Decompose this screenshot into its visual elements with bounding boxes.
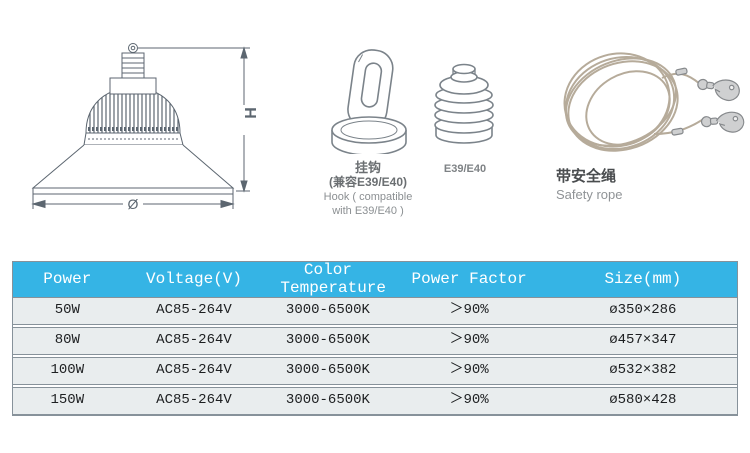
cell-color-temp: 3000-6500K <box>285 362 370 379</box>
dimension-h-label: H <box>243 107 260 119</box>
cell-size: ø350×286 <box>609 302 677 319</box>
cell-color-temp: 3000-6500K <box>285 392 370 409</box>
rope-coil <box>563 52 679 152</box>
rope-label-en: Safety rope <box>556 187 623 202</box>
cell-power: 100W <box>50 362 85 379</box>
lamp-shade-rim <box>32 187 234 195</box>
cell-power: 150W <box>50 392 85 409</box>
e40-base-drawing <box>426 57 504 153</box>
safety-rope-icon <box>563 52 745 152</box>
table-row: 150W AC85-264V 3000-6500K ＞90% ø580×428 <box>13 387 737 415</box>
col-header-voltage: Voltage(V) <box>145 269 242 288</box>
hook-label-cn2: (兼容E39/E40) <box>328 175 408 189</box>
hook-label-en1: Hook ( compatible <box>323 191 413 203</box>
lamp-neck <box>109 77 157 95</box>
cell-power: 50W <box>54 302 80 319</box>
highbay-lamp-drawing: H Ø <box>20 35 260 220</box>
lamp-screw-cap <box>121 43 145 79</box>
lamp-dimension-diagram: H Ø <box>31 43 260 212</box>
cell-power-factor: ＞90% <box>449 362 489 379</box>
col-header-power: Power <box>43 269 92 288</box>
table-row: 50W AC85-264V 3000-6500K ＞90% ø350×286 <box>13 297 737 325</box>
spec-table-header: Power Voltage(V) Color Temperature Power… <box>13 260 737 297</box>
cell-power-factor: ＞90% <box>449 392 489 409</box>
cell-voltage: AC85-264V <box>156 362 232 379</box>
cell-color-temp: 3000-6500K <box>285 302 370 319</box>
spec-table: Power Voltage(V) Color Temperature Power… <box>12 261 738 416</box>
safety-rope-photo <box>550 38 745 170</box>
e40-label: E39/E40 <box>443 163 487 175</box>
hook-label-en2: with E39/E40 ) <box>332 205 404 217</box>
snap-hook-upper <box>697 78 740 102</box>
cell-color-temp: 3000-6500K <box>285 332 370 349</box>
cell-power-factor: ＞90% <box>449 332 489 349</box>
rope-crimp-lower <box>671 127 684 136</box>
lamp-shade-cone <box>31 144 235 189</box>
table-row: 80W AC85-264V 3000-6500K ＞90% ø457×347 <box>13 327 737 355</box>
cell-size: ø457×347 <box>609 332 677 349</box>
hook-label-cn: 挂钩 <box>354 160 381 175</box>
rope-label-cn: 带安全绳 <box>556 168 617 185</box>
col-header-color-temp: Color Temperature <box>280 260 387 297</box>
base-tip <box>450 63 478 83</box>
snap-hook-lower <box>700 111 745 133</box>
cell-voltage: AC85-264V <box>156 392 232 409</box>
dimension-diameter-label: Ø <box>128 196 139 212</box>
cell-power: 80W <box>54 332 80 349</box>
dimension-diameter <box>31 194 235 209</box>
hook-drawing <box>322 46 414 154</box>
col-header-size: Size(mm) <box>604 269 682 288</box>
cell-size: ø532×382 <box>609 362 677 379</box>
e40-label-block: E39/E40 <box>420 163 510 175</box>
screw-base-icon <box>434 63 494 144</box>
cell-size: ø580×428 <box>609 392 677 409</box>
hook-icon <box>331 49 407 154</box>
col-header-power-factor: Power Factor <box>411 269 527 288</box>
cell-power-factor: ＞90% <box>449 302 489 319</box>
dimension-h <box>138 46 250 193</box>
rope-label-block: 带安全绳 Safety rope <box>556 168 623 203</box>
rope-crimp-upper <box>675 67 688 76</box>
cell-voltage: AC85-264V <box>156 332 232 349</box>
cell-voltage: AC85-264V <box>156 302 232 319</box>
table-row: 100W AC85-264V 3000-6500K ＞90% ø532×382 <box>13 357 737 385</box>
hook-label-block: 挂钩 (兼容E39/E40) Hook ( compatible with E3… <box>316 160 420 218</box>
hook-cylinder <box>331 116 407 154</box>
